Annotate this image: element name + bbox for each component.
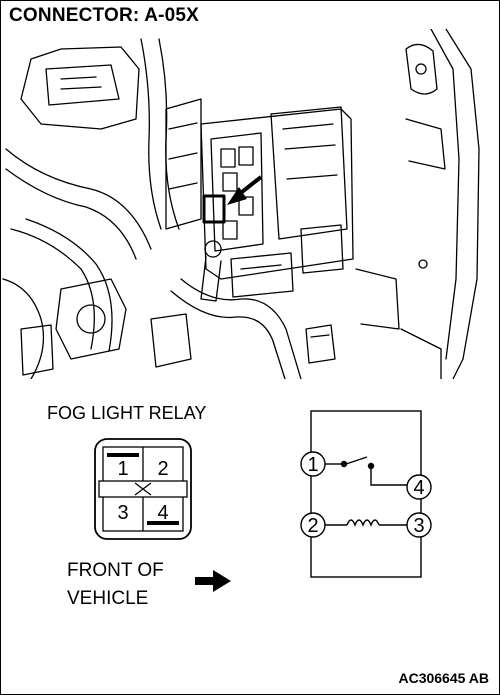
- connector-pin-4: 4: [157, 502, 168, 524]
- relay-connector-face: 1 2 3 4: [94, 438, 192, 540]
- front-label-line1: FRONT OF: [67, 560, 164, 581]
- schematic-terminal-1: 1: [307, 454, 318, 476]
- connector-title: CONNECTOR: A-05X: [9, 5, 200, 26]
- schematic-terminal-3: 3: [413, 515, 424, 537]
- front-label-line2: VEHICLE: [67, 588, 149, 609]
- figure-reference-code: AC306645 AB: [398, 670, 489, 686]
- connector-pin-3: 3: [117, 502, 128, 524]
- connector-pin-2: 2: [157, 458, 168, 480]
- schematic-terminal-4: 4: [413, 477, 424, 499]
- arrow-pointer-icon: [227, 175, 263, 205]
- relay-switch-icon: [325, 456, 407, 486]
- arrow-right-icon: [195, 570, 231, 592]
- front-of-vehicle-label: FRONT OF VEHICLE: [67, 557, 164, 613]
- relay-title: FOG LIGHT RELAY: [47, 403, 207, 423]
- relay-schematic: 1 4 2 3: [300, 410, 432, 578]
- connector-pin-1: 1: [117, 458, 128, 480]
- engine-compartment-illustration: [2, 29, 480, 379]
- relay-coil-icon: [325, 519, 407, 527]
- schematic-terminal-2: 2: [307, 515, 318, 537]
